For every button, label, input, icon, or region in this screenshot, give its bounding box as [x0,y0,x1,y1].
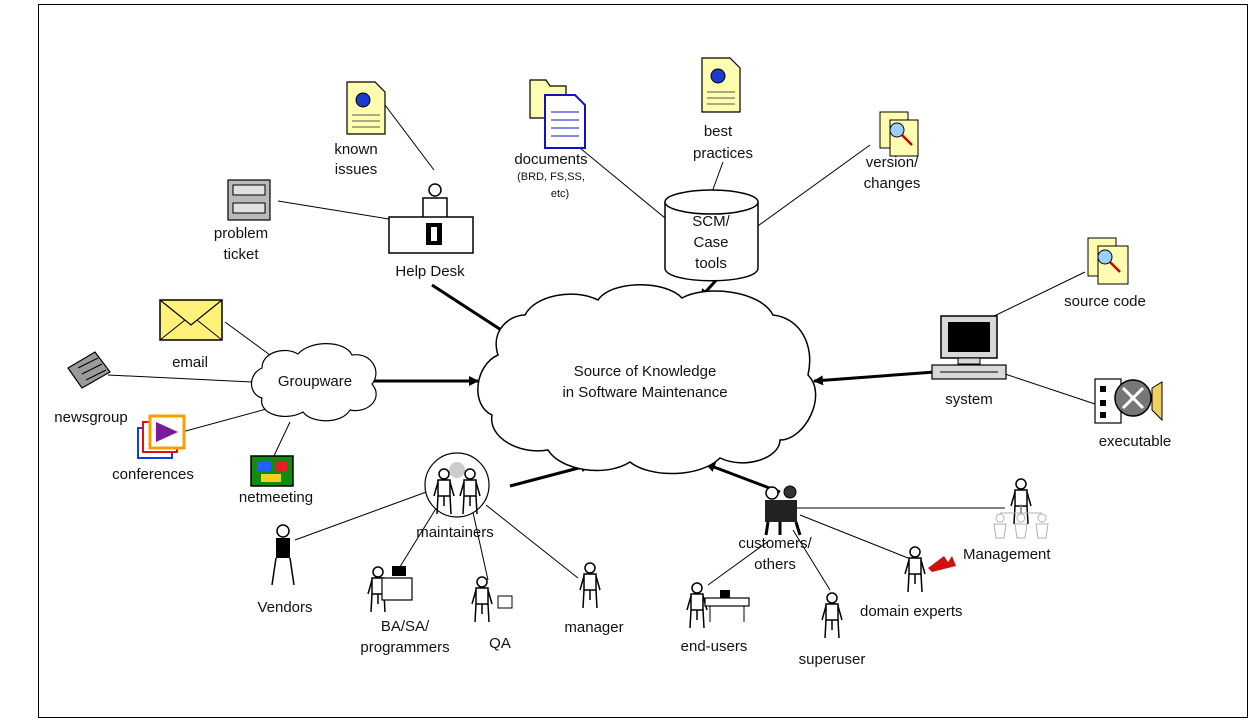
manager-person-icon [579,562,601,609]
executable-label: executable [1098,433,1172,450]
conferences-label: conferences [112,466,194,483]
system-computer-icon [931,315,1007,380]
known-issues-label-1: known [334,141,378,158]
end-users-label: end-users [680,638,748,655]
documents-label: documents [514,151,588,168]
executable-icon [1094,378,1163,424]
help-desk-label: Help Desk [395,263,465,280]
knowledge-cloud [477,284,817,475]
best-practices-icon [701,57,741,113]
vendors-label: Vendors [257,599,313,616]
domain-experts-icon [904,546,956,593]
source-code-icon [1087,237,1129,285]
maintainers-icon [424,452,490,518]
newsgroup-label: newsgroup [54,409,128,426]
management-org-icon [993,478,1049,539]
conferences-icon [137,414,186,459]
connector-lines [107,104,1099,591]
cloud-label-line1: Source of Knowledge [573,363,717,380]
scm-label-2: Case [693,234,729,251]
vendors-person-icon [271,524,295,586]
email-label: email [172,354,208,371]
scm-label-3: tools [695,255,727,272]
documents-sub-label-2: etc) [550,188,570,200]
cloud-label-line2: in Software Maintenance [562,384,728,401]
problem-ticket-label-1: problem [213,225,269,242]
manager-label: manager [564,619,624,636]
netmeeting-icon [250,455,294,487]
version-changes-label-1: version/ [865,154,919,171]
domain-experts-label: domain experts [860,603,963,620]
problem-ticket-icon [227,179,271,221]
help-desk-icon [388,183,474,254]
customers-group-icon [764,485,802,536]
known-issues-icon [346,81,386,135]
groupware-label: Groupware [277,373,353,390]
maintainers-label: maintainers [416,524,494,541]
qa-person-icon [471,576,513,623]
superuser-label: superuser [798,651,866,668]
system-label: system [945,391,993,408]
scm-label-1: SCM/ [692,213,730,230]
documents-sub-label-1: (BRD, FS,SS, [517,171,585,183]
email-envelope-icon [159,299,223,341]
ba-sa-label-2: programmers [360,639,450,656]
ba-sa-programmers-icon [367,566,413,613]
customers-label-1: customers/ [738,535,812,552]
netmeeting-label: netmeeting [238,489,314,506]
best-practices-label-2: practices [692,145,754,162]
groupware-cloud [250,343,377,422]
version-changes-icon [879,111,919,157]
problem-ticket-label-2: ticket [223,246,259,263]
superuser-icon [821,592,843,639]
documents-icon [529,79,586,149]
management-label: Management [963,546,1051,563]
ba-sa-label-1: BA/SA/ [380,618,430,635]
scm-cylinder [664,189,759,282]
customers-label-2: others [754,556,796,573]
qa-label: QA [489,635,511,652]
version-changes-label-2: changes [863,175,921,192]
end-users-icon [686,582,750,629]
newsgroup-icon [67,351,111,389]
source-code-label: source code [1064,293,1146,310]
best-practices-label-1: best [703,123,733,140]
known-issues-label-2: issues [334,161,378,178]
